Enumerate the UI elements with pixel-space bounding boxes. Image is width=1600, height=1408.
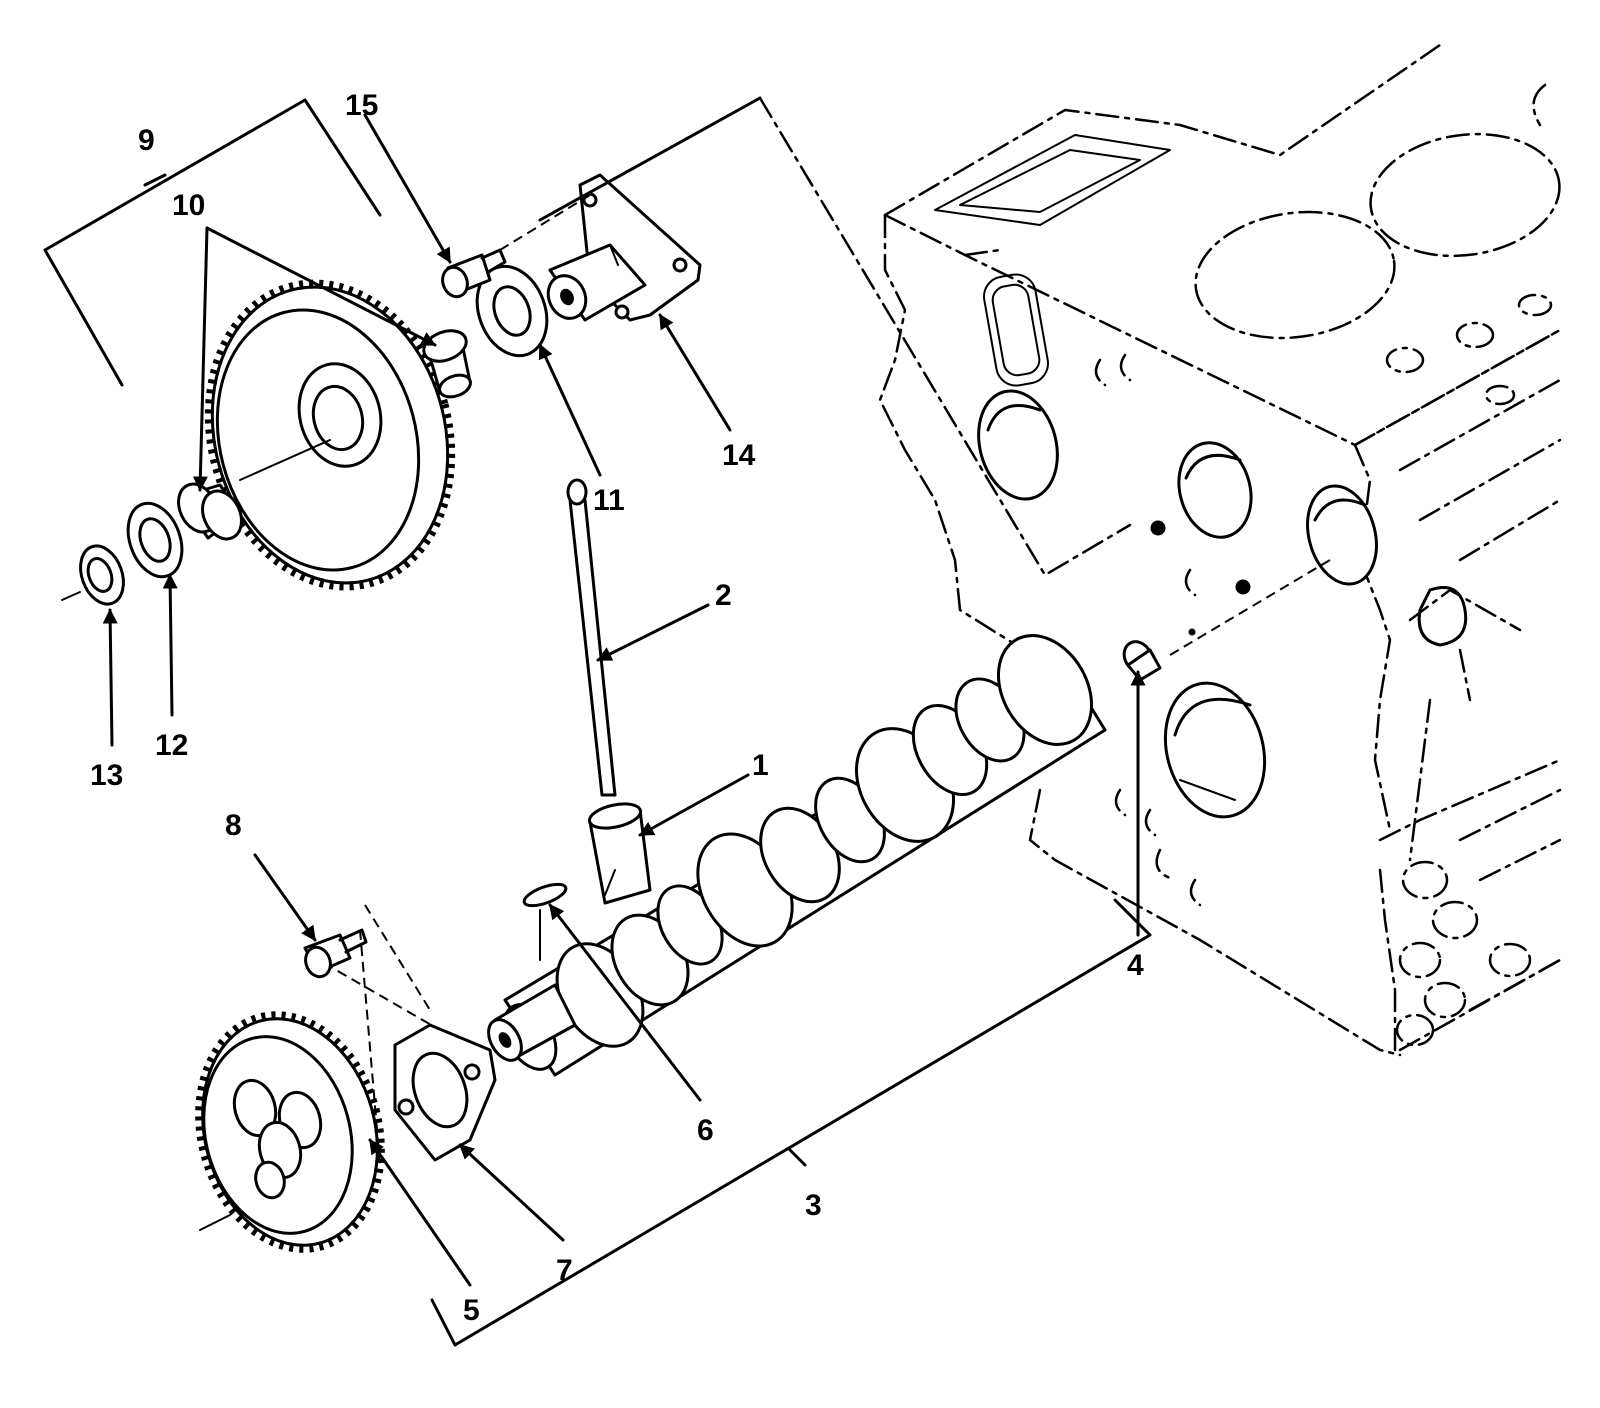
callout-11: 11 <box>593 484 625 517</box>
callout-4: 4 <box>1127 949 1144 982</box>
idler-shaft-support <box>546 173 702 322</box>
thrust-washer-part-11 <box>475 264 549 358</box>
push-rod <box>566 478 617 797</box>
camshaft-gear <box>195 1011 385 1253</box>
callout-12: 12 <box>155 729 188 762</box>
nut-part-13 <box>61 544 125 606</box>
plug-part-4 <box>1122 628 1196 682</box>
camshaft-centerline <box>1169 559 1331 656</box>
tappet <box>587 802 652 905</box>
callout-5: 5 <box>463 1294 480 1327</box>
callout-7: 7 <box>556 1254 573 1287</box>
callout-6: 6 <box>697 1114 714 1147</box>
callout-2: 2 <box>715 579 732 612</box>
callout-13: 13 <box>90 759 123 792</box>
idler-gear <box>204 279 456 591</box>
woodruff-key <box>522 882 568 961</box>
engine-block <box>878 43 1562 1057</box>
camshaft <box>487 634 1107 1077</box>
callout-14: 14 <box>722 439 756 472</box>
thrust-plate <box>393 1023 497 1162</box>
callout-labels: 1 2 3 4 5 6 7 8 9 10 11 12 13 14 15 <box>90 89 1144 1327</box>
capscrew-part-8 <box>303 928 368 979</box>
leader-lines <box>43 96 1152 1347</box>
idler-gear-bushing-front <box>177 482 243 541</box>
callout-1: 1 <box>752 749 769 782</box>
callout-15: 15 <box>345 89 378 122</box>
callout-9: 9 <box>138 124 155 157</box>
washer-part-12 <box>126 501 184 579</box>
idler-gear-bushing-rear <box>422 329 472 399</box>
capscrew-part-15 <box>441 248 507 299</box>
callout-3: 3 <box>805 1189 822 1222</box>
callout-8: 8 <box>225 809 242 842</box>
callout-10: 10 <box>172 189 205 222</box>
